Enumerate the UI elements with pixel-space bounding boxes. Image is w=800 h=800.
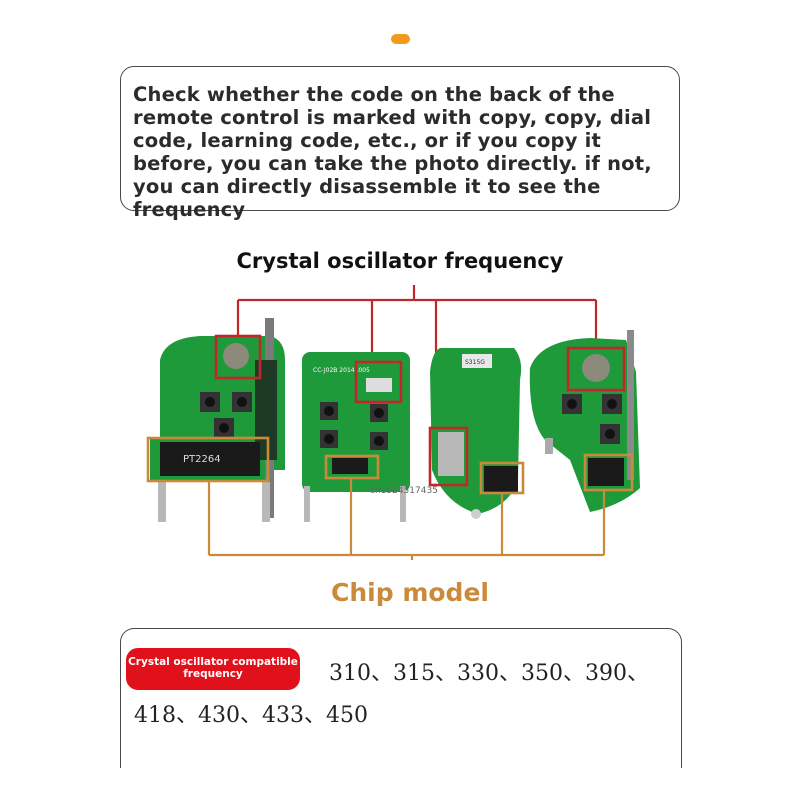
chip-1-label: PT2264	[183, 454, 221, 465]
watermark-text: cn1524517435	[370, 486, 438, 496]
crystal-highlight-boxes	[214, 334, 626, 487]
crystal-oscillator-1	[223, 343, 249, 369]
pcb-board-3: S315G	[430, 348, 522, 519]
pcb-board-1: PT2264	[150, 318, 285, 522]
chip-connector-lines	[207, 478, 606, 560]
crystal-oscillator-3	[438, 432, 464, 476]
crystal-oscillator-4	[582, 354, 610, 382]
notice-text: Check whether the code on the back of th…	[133, 83, 652, 221]
remote-pcb-diagram: PT2264 CC-J02B 20141005 S315G	[146, 285, 640, 560]
chip-3	[484, 466, 518, 492]
top-accent-pill	[391, 34, 410, 44]
chip-4	[588, 458, 624, 486]
board-3-label: S315G	[465, 359, 485, 366]
pcb-board-4	[529, 330, 640, 512]
crystal-oscillator-2	[366, 378, 392, 392]
chip-1	[160, 442, 260, 476]
chip-2	[332, 458, 368, 474]
frequency-box	[120, 628, 682, 768]
board-2-label: CC-J02B 20141005	[313, 367, 370, 374]
chip-model-heading: Chip model	[331, 578, 489, 607]
frequency-badge: Crystal oscillator compatible frequency	[126, 648, 300, 690]
crystal-oscillator-heading: Crystal oscillator frequency	[236, 249, 564, 273]
notice-box: Check whether the code on the back of th…	[120, 66, 680, 221]
frequency-list-line-2: 418、430、433、450	[134, 703, 368, 728]
frequency-list-line-1: 310、315、330、350、390、	[329, 661, 649, 686]
